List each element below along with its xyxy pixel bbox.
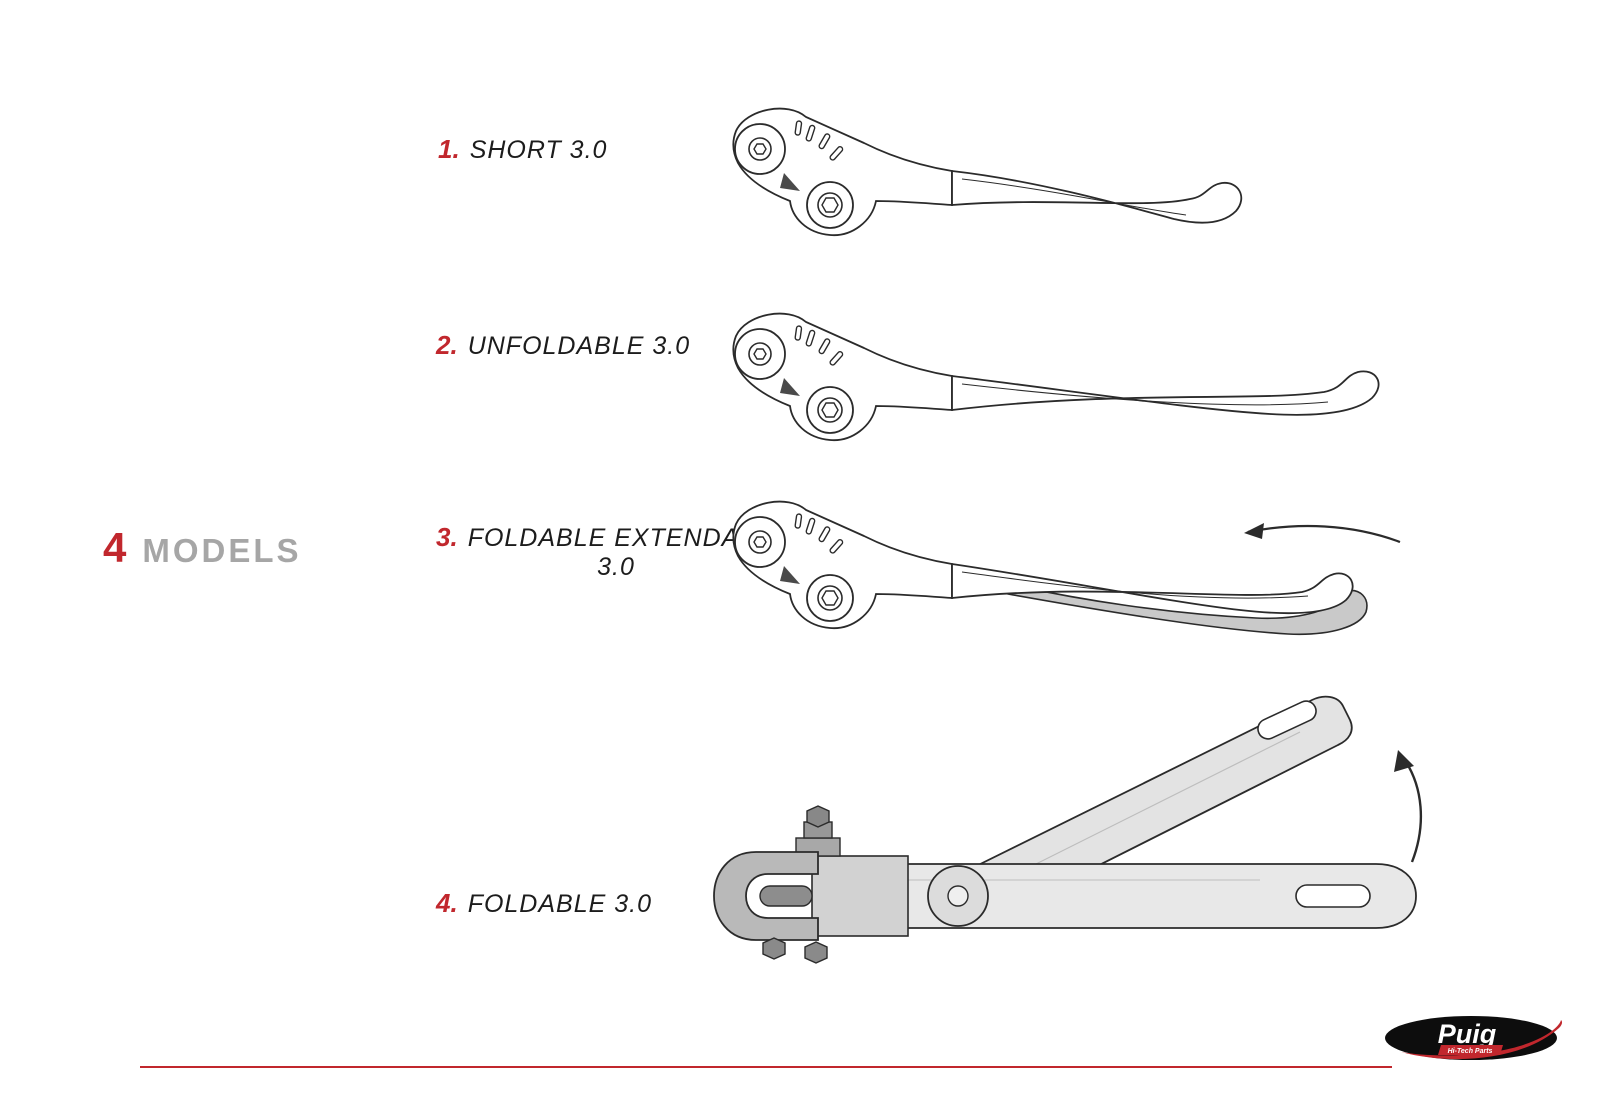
model-3-name-line2: 3.0 <box>597 553 635 581</box>
pivot-assembly-icon <box>732 312 953 441</box>
models-count-word: MODELS <box>142 532 302 569</box>
model-label-1: 1. SHORT 3.0 <box>438 134 738 165</box>
model-2-name: UNFOLDABLE 3.0 <box>467 332 691 360</box>
lever-blade <box>951 370 1380 416</box>
lever-illustration-unfoldable <box>732 312 1380 441</box>
lever-blade <box>951 562 1354 615</box>
model-3-number: 3. <box>436 522 458 552</box>
model-1-name: SHORT 3.0 <box>469 136 608 164</box>
lever-blade <box>951 169 1243 224</box>
fold-arrow-icon <box>1394 750 1422 863</box>
logo-brand-text: Puig <box>1438 1019 1497 1049</box>
lever-illustration-foldable <box>713 695 1422 964</box>
model-label-2: 2. UNFOLDABLE 3.0 <box>436 330 736 361</box>
logo-swoosh <box>1401 1020 1563 1060</box>
logo-tagline-text: Hi-Tech Parts <box>1448 1048 1493 1055</box>
extend-arrow-icon <box>1244 523 1401 544</box>
clamp-assembly <box>713 805 909 964</box>
model-4-name: FOLDABLE 3.0 <box>467 890 652 918</box>
model-2-number: 2. <box>436 330 458 360</box>
puig-logo: Puig Hi-Tech Parts <box>1385 1016 1563 1060</box>
model-4-number: 4. <box>436 888 458 918</box>
models-count-number: 4 <box>103 524 127 571</box>
model-label-4: 4. FOLDABLE 3.0 <box>436 888 736 919</box>
lever-main-arm <box>869 863 1417 929</box>
models-count-heading: 4 MODELS <box>103 524 302 572</box>
footer-rule <box>140 1066 1392 1068</box>
model-1-number: 1. <box>438 134 460 164</box>
pivot-assembly-icon <box>732 107 953 236</box>
lever-illustration-short <box>732 107 1243 236</box>
pivot-assembly-icon <box>732 500 953 629</box>
extension-piece <box>1007 583 1368 636</box>
lever-illustration-foldable-extendable <box>732 500 1401 636</box>
